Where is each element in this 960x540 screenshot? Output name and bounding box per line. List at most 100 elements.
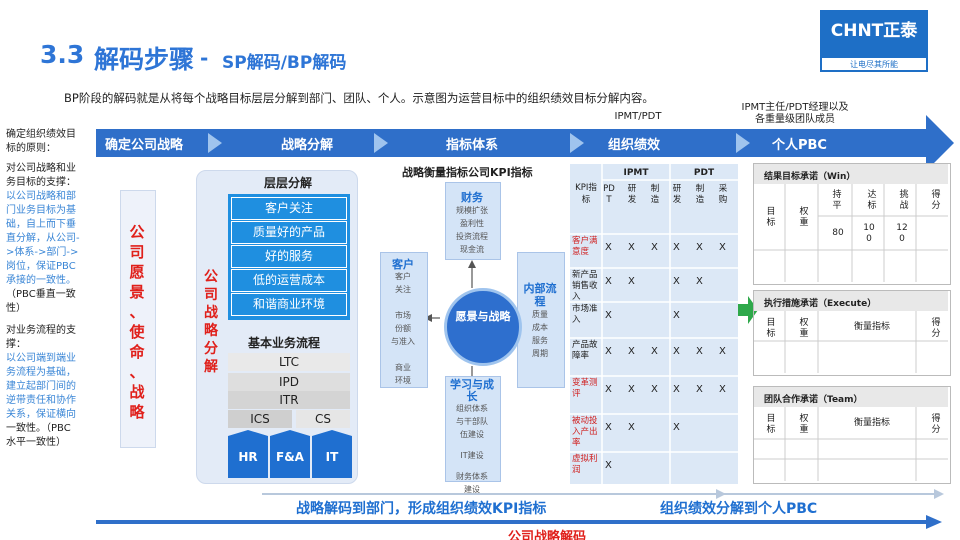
customer-item: 份额	[395, 324, 411, 333]
layer-item: 质量好的产品	[231, 221, 347, 244]
finance-item: 投资流程	[456, 232, 488, 241]
group-ipmt: IPMT	[623, 168, 649, 178]
bottom-right-caption: 组织绩效分解到个人PBC	[660, 501, 818, 517]
layer-item: 客户关注	[231, 197, 347, 220]
org-cell-mark: X	[696, 384, 703, 395]
org-row-label: 市场准入	[572, 304, 598, 325]
org-row-label: 虚拟利润	[572, 454, 598, 475]
org-cell-mark: X	[719, 384, 726, 395]
note-line: 撑：	[6, 339, 26, 350]
dept-it: IT	[312, 437, 352, 477]
org-column-header: 研发	[627, 184, 637, 205]
stage-2: 战略分解	[281, 138, 334, 153]
org-row-label: 新产品销售收入	[572, 270, 598, 302]
org-cell-mark: X	[628, 276, 635, 287]
org-cell-mark: X	[719, 346, 726, 357]
org-cell-mark: X	[673, 276, 680, 287]
finance-item: 现金流	[460, 245, 484, 254]
note-line: 对公司战略和业	[6, 163, 76, 174]
learning-items: 组织体系 与干部队 伍建设 IT建设 财务体系 建设	[445, 402, 499, 496]
org-grid	[570, 164, 738, 484]
finance-item: 规模扩张	[456, 206, 488, 215]
vertical-char: 命	[129, 343, 145, 361]
org-cell-mark: X	[628, 384, 635, 395]
learning-item: 建设	[464, 485, 480, 494]
bottom-arrows	[96, 489, 944, 529]
org-cell-mark: X	[651, 384, 658, 395]
flow-title: 基本业务流程	[248, 336, 321, 350]
customer-item: 与准入	[391, 337, 415, 346]
pbc-execute-panel	[753, 290, 951, 376]
note-line: 直分解，从公司-	[6, 233, 80, 244]
note-line: 标的原则：	[6, 143, 56, 154]
ipmt-pdt-annotation: IPMT/PDT	[614, 111, 662, 122]
exec-col-score: 得分	[931, 318, 941, 339]
note-line: 水平一致性）	[6, 437, 66, 448]
process-item: 成本	[532, 323, 548, 332]
exec-col-weight: 权重	[799, 318, 809, 339]
vertical-char: 战	[129, 383, 145, 401]
note-line: 性）	[6, 303, 26, 314]
vision-strategy-circle	[444, 288, 522, 366]
stage-arrow-bar	[96, 115, 954, 171]
vertical-char: 分	[204, 341, 218, 357]
note-line: 建立起部门间的	[6, 381, 76, 392]
vertical-char: 愿	[129, 263, 145, 281]
layers-title: 层层分解	[264, 176, 313, 190]
org-column-header: 采购	[718, 184, 728, 205]
customer-item: 关注	[395, 285, 411, 294]
flow-item: ICS	[228, 410, 292, 428]
vertical-char: 、	[129, 363, 145, 381]
team-col-measure: 衡量指标	[853, 418, 890, 428]
org-cell-mark: X	[628, 346, 635, 357]
decomp-label: 公司战略分解	[201, 268, 221, 376]
learning-item: 与干部队	[456, 417, 488, 426]
learning-title: 学习与成长	[450, 378, 494, 403]
customer-title: 客户	[392, 258, 414, 271]
flow-item: ITR	[228, 391, 350, 409]
process-items: 质量 成本 服务 周期	[517, 308, 563, 360]
win-val-flat: 80	[832, 228, 844, 238]
vertical-char: 景	[129, 283, 145, 301]
kpi-customer	[380, 252, 428, 388]
learning-item: 伍建设	[460, 430, 484, 439]
win-val-target: 100	[863, 223, 875, 244]
org-cell-mark: X	[628, 422, 635, 433]
note-line: 承接的一致性。	[6, 275, 76, 286]
org-cell-mark: X	[696, 276, 703, 287]
vertical-char: 战	[204, 305, 218, 321]
note-line: 一致性。（PBC	[6, 423, 71, 434]
note-line: 门业务目标为基	[6, 205, 76, 216]
stage-3: 指标体系	[446, 138, 499, 153]
note-line: 关系，保证横向	[6, 409, 76, 420]
finance-item: 盈利性	[460, 219, 484, 228]
pbc-team-panel	[753, 386, 951, 484]
finance-items: 规模扩张 盈利性 投资流程 现金流	[445, 204, 499, 256]
org-cell-mark: X	[605, 422, 612, 433]
leader-annotation-2: 各重量级团队成员	[755, 114, 835, 125]
note-line: 对业务流程的支	[6, 325, 76, 336]
process-title: 内部流程	[523, 282, 557, 308]
team-col-score: 得分	[931, 414, 941, 435]
kpi-finance	[445, 182, 501, 260]
win-val-challenge: 120	[896, 223, 908, 244]
note-line: 务流程为基础，	[6, 367, 76, 378]
org-column-header: 研发	[672, 184, 682, 205]
customer-item: 客户	[395, 272, 411, 281]
section-number: 3.3	[40, 40, 85, 69]
team-grid	[754, 407, 948, 481]
org-cell-mark: X	[673, 384, 680, 395]
note-line: 逆带责任和协作	[6, 395, 76, 406]
org-cell-mark: X	[673, 310, 680, 321]
team-col-weight: 权重	[799, 414, 809, 435]
dept-hr: HR	[228, 437, 268, 477]
layer-item: 低的运营成本	[231, 269, 347, 292]
team-title: 团队合作承诺（Team）	[764, 395, 863, 405]
vertical-char: 司	[129, 243, 145, 261]
win-col-flat: 持平	[832, 190, 842, 211]
vertical-char: 公	[129, 223, 145, 241]
org-cell-mark: X	[605, 310, 612, 321]
learning-item: IT建设	[460, 451, 484, 460]
page-subtitle: SP解码/BP解码	[222, 53, 347, 73]
